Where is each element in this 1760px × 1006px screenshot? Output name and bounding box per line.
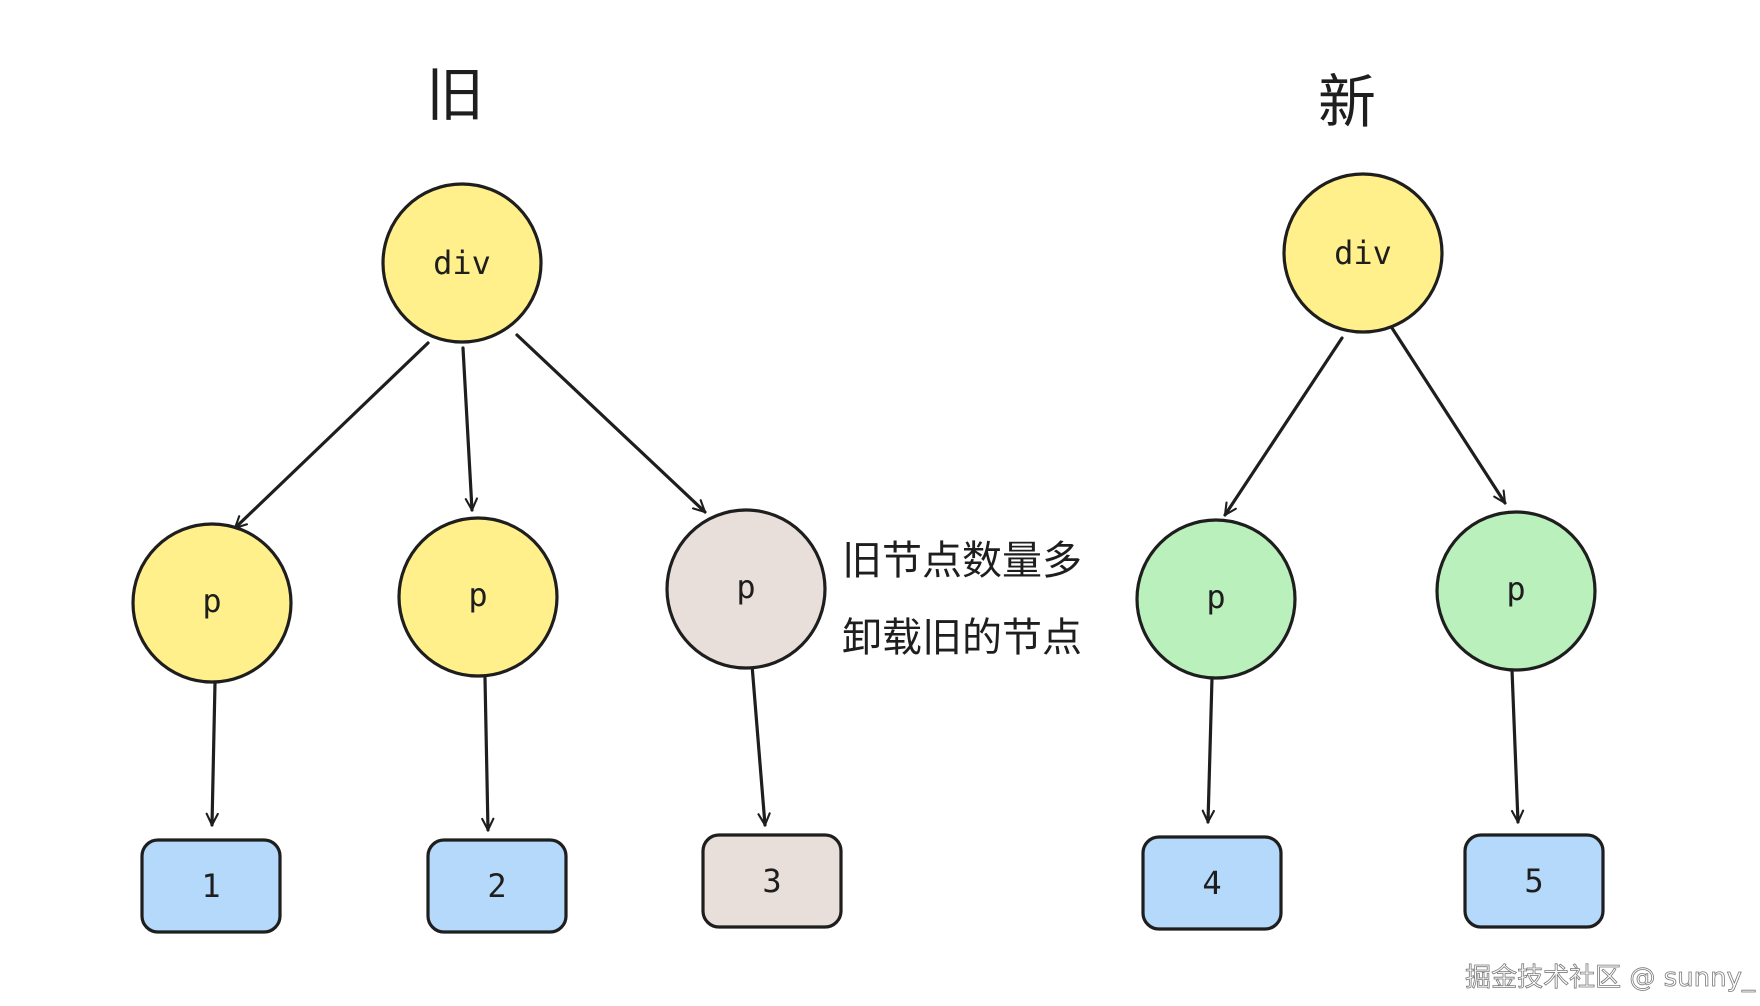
edge-old-div-to-p1 — [233, 341, 430, 530]
old-leaf-label-3: 3 — [762, 862, 781, 900]
old-leaf-label-2: 2 — [487, 867, 506, 905]
old-child-label-2: p — [468, 576, 487, 614]
new-leaf-node-4: 4 — [1141, 835, 1283, 931]
new-child-node-1: p — [1135, 518, 1297, 680]
new-child-label-2: p — [1506, 570, 1525, 608]
new-tree-title: 新 — [1318, 68, 1376, 136]
old-leaf-label-1: 1 — [201, 867, 220, 905]
new-leaf-node-5: 5 — [1463, 833, 1605, 929]
annotation-line-1: 旧节点数量多 — [842, 538, 1082, 584]
old-root-label: div — [433, 244, 491, 282]
edge-old-div-to-p2 — [461, 346, 479, 512]
edge-old-p3-to-leaf3 — [750, 663, 771, 827]
new-leaf-label-5: 5 — [1524, 862, 1543, 900]
edge-new-div-to-p1 — [1223, 336, 1344, 517]
old-leaf-node-3: 3 — [701, 833, 843, 929]
edge-old-div-to-p3 — [515, 333, 707, 514]
new-root-node: div — [1282, 172, 1444, 334]
old-leaf-node-1: 1 — [140, 838, 282, 934]
new-leaf-label-4: 4 — [1202, 864, 1221, 902]
old-child-node-3: p — [665, 508, 827, 670]
edge-old-p1-to-leaf1 — [205, 681, 219, 827]
old-leaf-node-2: 2 — [426, 838, 568, 934]
watermark: 掘金技术社区 @ sunny_ — [1465, 963, 1756, 993]
new-root-label: div — [1334, 234, 1392, 272]
new-child-label-1: p — [1206, 578, 1225, 616]
old-tree-title: 旧 — [426, 61, 484, 129]
new-child-node-2: p — [1435, 510, 1597, 672]
edge-new-p1-to-leaf4 — [1201, 676, 1215, 824]
edge-new-div-to-p2 — [1390, 326, 1507, 505]
old-child-label-3: p — [736, 568, 755, 606]
old-child-node-1: p — [131, 522, 293, 684]
edge-old-p2-to-leaf2 — [481, 676, 495, 832]
old-child-label-1: p — [202, 582, 221, 620]
edge-new-p2-to-leaf5 — [1510, 668, 1525, 824]
old-child-node-2: p — [397, 516, 559, 678]
old-root-node: div — [381, 182, 543, 344]
annotation-line-2: 卸载旧的节点 — [842, 615, 1082, 661]
